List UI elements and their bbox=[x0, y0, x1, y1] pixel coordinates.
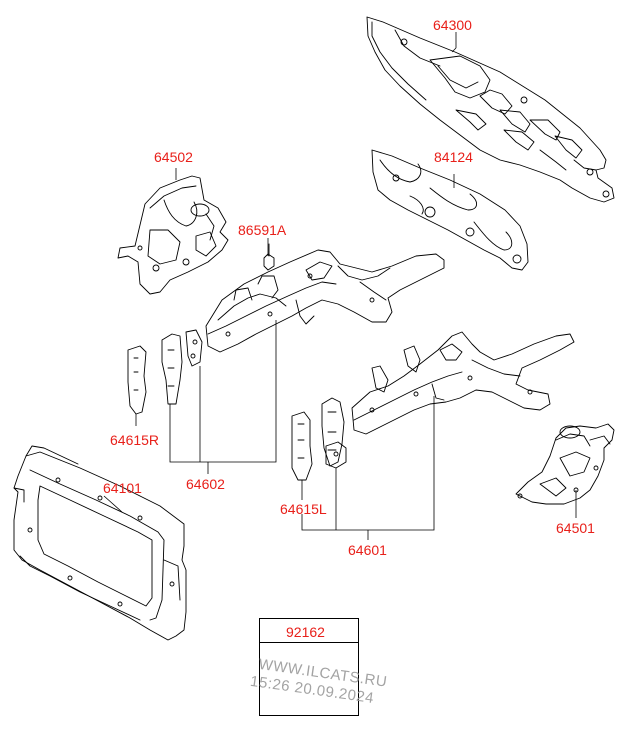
label-64615r[interactable]: 64615R bbox=[110, 432, 160, 448]
label-64101[interactable]: 64101 bbox=[103, 480, 142, 496]
label-64602[interactable]: 64602 bbox=[186, 476, 225, 492]
side-member-64601-drawing bbox=[352, 332, 574, 434]
apron-64502-drawing bbox=[118, 176, 228, 294]
fastener-box-header: 92162 bbox=[260, 619, 358, 643]
fastener-callout-box: 92162 bbox=[259, 618, 359, 716]
label-64502[interactable]: 64502 bbox=[154, 149, 193, 165]
leader-lines bbox=[104, 32, 576, 540]
insulator-84124-drawing bbox=[372, 150, 528, 270]
dash-panel-64300-drawing bbox=[367, 17, 614, 202]
carrier-64101-drawing bbox=[14, 446, 186, 640]
bracket-64615r-drawing bbox=[128, 330, 202, 414]
label-64601[interactable]: 64601 bbox=[348, 542, 387, 558]
label-84124[interactable]: 84124 bbox=[434, 149, 473, 165]
apron-64501-drawing bbox=[516, 424, 614, 504]
label-92162[interactable]: 92162 bbox=[286, 624, 325, 640]
side-member-64602-drawing bbox=[206, 250, 444, 352]
label-64501[interactable]: 64501 bbox=[556, 520, 595, 536]
label-64300[interactable]: 64300 bbox=[433, 17, 472, 33]
label-86591a[interactable]: 86591A bbox=[238, 222, 287, 238]
label-64615l[interactable]: 64615L bbox=[280, 501, 327, 517]
bracket-64615l-drawing bbox=[292, 398, 346, 480]
bracket-86591a-drawing bbox=[264, 244, 274, 270]
